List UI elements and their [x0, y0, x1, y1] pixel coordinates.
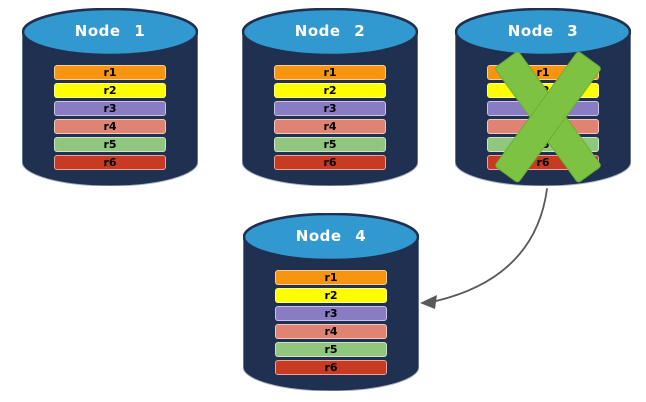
row-r2: r2 — [54, 83, 166, 98]
cylinder-top — [242, 8, 418, 57]
failover-arrow — [420, 188, 548, 309]
row-r3: r3 — [275, 306, 387, 321]
node-title: Node 1 — [74, 22, 146, 40]
row-stack: r1 r2 r3 r4 r5 r6 — [275, 270, 387, 375]
cylinder-top — [455, 8, 631, 57]
row-r5: r5 — [275, 342, 387, 357]
node-3-failed: Node 3 r1 r2 r3 r4 r5 r6 — [455, 8, 631, 186]
cylinder-top — [22, 8, 198, 57]
node-2: Node 2 r1 r2 r3 r4 r5 r6 — [242, 8, 418, 186]
node-1: Node 1 r1 r2 r3 r4 r5 r6 — [22, 8, 198, 186]
row-r3: r3 — [54, 101, 166, 116]
row-r5: r5 — [274, 137, 386, 152]
row-r1: r1 — [274, 65, 386, 80]
row-r1: r1 — [275, 270, 387, 285]
row-r4: r4 — [54, 119, 166, 134]
row-r2: r2 — [274, 83, 386, 98]
row-stack: r1 r2 r3 r4 r5 r6 — [54, 65, 166, 170]
row-stack: r1 r2 r3 r4 r5 r6 — [274, 65, 386, 170]
cylinder-top — [243, 213, 419, 262]
row-r1: r1 — [54, 65, 166, 80]
row-r2: r2 — [275, 288, 387, 303]
arrowhead-icon — [420, 295, 437, 309]
arrow-curve — [435, 188, 548, 302]
failure-x-icon — [495, 51, 601, 183]
node-title: Node 4 — [295, 227, 367, 245]
node-4: Node 4 r1 r2 r3 r4 r5 r6 — [243, 213, 419, 391]
node-title: Node 2 — [294, 22, 366, 40]
row-r4: r4 — [275, 324, 387, 339]
row-r6: r6 — [275, 360, 387, 375]
row-r4: r4 — [274, 119, 386, 134]
row-r5: r5 — [54, 137, 166, 152]
row-r3: r3 — [274, 101, 386, 116]
node-title: Node 3 — [507, 22, 579, 40]
row-r6: r6 — [54, 155, 166, 170]
row-r6: r6 — [274, 155, 386, 170]
